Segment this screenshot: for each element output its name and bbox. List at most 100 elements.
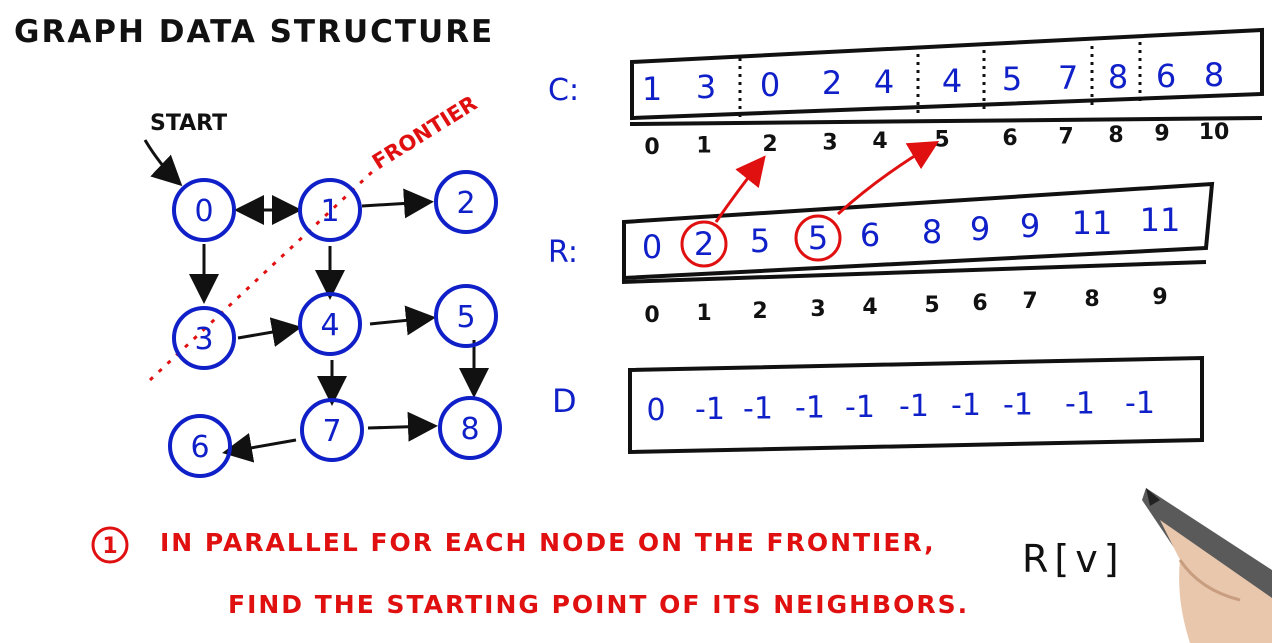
array-r-index: 3 [810, 297, 825, 322]
start-arrow [143, 139, 183, 187]
edge-7-8 [367, 411, 438, 442]
array-r-value: 2 [694, 225, 714, 263]
array-r-value: 6 [860, 216, 880, 254]
graph-node-label-1: 1 [320, 194, 339, 229]
array-d-value: -1 [899, 389, 929, 424]
pointer-arrow-r1-to-c2 [714, 155, 766, 223]
step-number: 1 [102, 534, 117, 559]
array-c-value: 0 [760, 66, 780, 104]
pointer-arrow-r3-to-c5 [836, 140, 940, 216]
array-c-label: C: [548, 73, 579, 108]
array-r-highlight-circle [794, 214, 842, 262]
array-d-value: -1 [1065, 387, 1095, 422]
graph-node-2 [434, 170, 498, 234]
edge-1-2 [361, 188, 434, 219]
array-d-values: 0-1-1-1-1-1-1-1-1-1 [646, 386, 1155, 428]
note-line-2: FIND THE STARTING POINT OF ITS NEIGHBORS… [228, 590, 970, 619]
array-r-index: 9 [1152, 285, 1167, 310]
array-c-value: 2 [822, 64, 842, 102]
graph-node-1 [298, 178, 362, 242]
array-r-value: 5 [750, 222, 770, 260]
array-c-underline [629, 116, 1263, 126]
array-r-value: 11 [1140, 201, 1181, 239]
graph-node-7 [300, 398, 364, 462]
array-r-index: 1 [696, 301, 711, 326]
edge-7-6 [222, 433, 297, 463]
array-d-value: -1 [1003, 387, 1033, 422]
array-c-value: 4 [942, 62, 962, 100]
array-c-index: 5 [934, 128, 949, 153]
array-d-value: -1 [795, 391, 825, 426]
array-c-value: 4 [874, 63, 894, 101]
array-c-index: 8 [1108, 123, 1123, 148]
edge-3-4 [237, 317, 302, 347]
array-c-index: 6 [1002, 126, 1017, 151]
array-c-index: 7 [1058, 125, 1073, 150]
graph-node-3 [172, 306, 236, 370]
graph-node-5 [434, 284, 498, 348]
array-r-index: 6 [972, 291, 987, 316]
array-d-box [628, 355, 1204, 455]
array-r-underline [621, 260, 1207, 284]
array-c-index: 3 [822, 131, 837, 156]
array-d-value: -1 [845, 390, 875, 425]
array-c-index: 4 [872, 129, 887, 154]
note-line-1: IN PARALLEL FOR EACH NODE ON THE FRONTIE… [160, 528, 936, 557]
array-d-value: -1 [951, 388, 981, 423]
graph-node-6 [168, 414, 232, 478]
start-label: START [150, 111, 227, 136]
array-d: D 0-1-1-1-1-1-1-1-1-1 [552, 355, 1204, 455]
expression-r-v: R[v] [1022, 537, 1125, 581]
array-c-value: 5 [1002, 60, 1022, 98]
graph-node-0 [172, 178, 236, 242]
array-c-index: 0 [644, 135, 659, 160]
array-r-highlight-circle [680, 220, 728, 268]
array-r-box [622, 181, 1215, 281]
array-r-index: 7 [1022, 289, 1037, 314]
graph-node-label-3: 3 [194, 322, 213, 357]
graph-node-4 [298, 292, 362, 356]
array-r-value: 5 [808, 219, 828, 257]
array-r-value: 0 [642, 228, 662, 266]
edge-4-5 [369, 305, 436, 336]
graph-node-label-0: 0 [194, 194, 213, 229]
array-d-label: D [552, 382, 577, 420]
frontier-line [148, 170, 374, 382]
array-r-indices: 0 1 2 3 4 5 6 7 8 9 [644, 285, 1167, 328]
array-r-index: 5 [924, 293, 939, 318]
array-r-value: 9 [1020, 207, 1040, 245]
array-r-index: 4 [862, 295, 877, 320]
array-c-index: 10 [1199, 120, 1230, 145]
array-r-index: 8 [1084, 287, 1099, 312]
array-r-index: 2 [752, 299, 767, 324]
array-c-value: 6 [1156, 57, 1176, 95]
array-c-dividers [738, 42, 1142, 118]
array-c-value: 1 [642, 70, 662, 108]
graph-node-label-7: 7 [322, 414, 341, 449]
array-r-value: 9 [970, 210, 990, 248]
graph-node-label-5: 5 [456, 300, 475, 335]
array-c-value: 8 [1204, 56, 1224, 94]
array-c-index: 2 [762, 132, 777, 157]
array-c-box [630, 27, 1264, 121]
array-c-index: 9 [1154, 122, 1169, 147]
array-c-value: 3 [696, 68, 716, 106]
array-d-value: 0 [646, 393, 665, 428]
graph-node-8 [438, 396, 502, 460]
array-r-value: 8 [922, 213, 942, 251]
array-d-value: -1 [1125, 386, 1155, 421]
step-circle [91, 526, 129, 564]
graph-node-label-8: 8 [460, 412, 479, 447]
array-r-label: R: [548, 235, 578, 270]
array-d-value: -1 [695, 392, 725, 427]
graph-node-label-4: 4 [320, 308, 339, 343]
page-title: GRAPH DATA STRUCTURE [14, 14, 495, 50]
array-r-index: 0 [644, 303, 659, 328]
array-r-value: 11 [1072, 204, 1113, 242]
pen-and-hand [1142, 488, 1272, 643]
